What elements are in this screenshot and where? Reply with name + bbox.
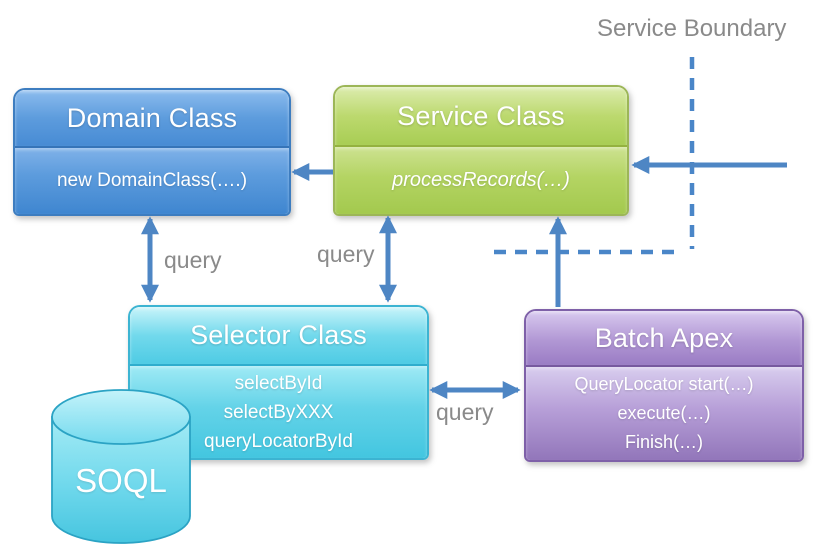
- batch-apex-box: Batch Apex QueryLocator start(…) execute…: [524, 309, 804, 462]
- service-class-method: processRecords(…): [392, 169, 570, 191]
- method-item: selectByXXX: [223, 401, 334, 423]
- domain-class-box: Domain Class new DomainClass(….): [13, 88, 291, 216]
- method-item: queryLocatorById: [204, 430, 353, 452]
- query-label-domain: query: [164, 247, 222, 273]
- service-class-box: Service Class processRecords(…): [333, 85, 629, 216]
- selector-class-title: Selector Class: [130, 307, 427, 366]
- batch-apex-title: Batch Apex: [526, 311, 802, 367]
- service-class-title: Service Class: [335, 87, 627, 147]
- domain-class-method: new DomainClass(….): [56, 170, 248, 191]
- selector-class-box: Selector Class selectById selectByXXX qu…: [128, 305, 429, 460]
- service-boundary-label: Service Boundary: [597, 15, 787, 42]
- query-label-service: query: [317, 241, 375, 267]
- soql-label: SOQL: [75, 462, 167, 499]
- query-label-batch: query: [436, 399, 494, 425]
- method-item: selectById: [234, 372, 323, 394]
- domain-class-title: Domain Class: [15, 90, 289, 148]
- method-item: Finish(…): [624, 432, 703, 452]
- method-item: QueryLocator start(…): [574, 374, 754, 394]
- method-item: execute(…): [617, 403, 711, 423]
